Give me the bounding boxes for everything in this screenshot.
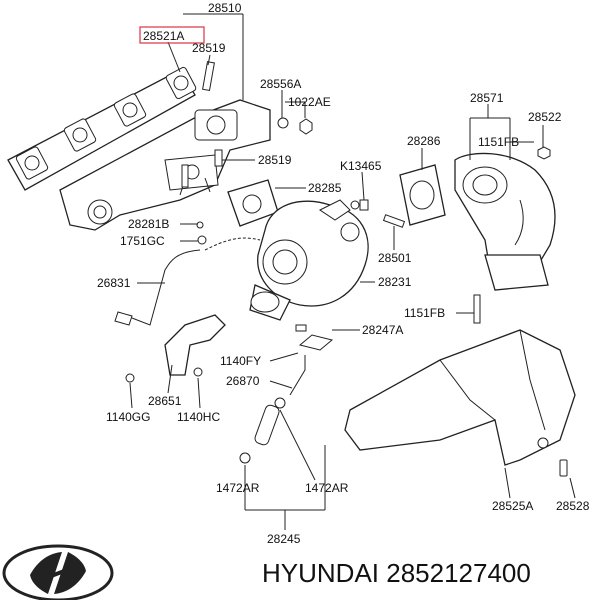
elbow-nut [537, 146, 551, 160]
highlight-box [139, 26, 205, 44]
elbow-gasket [399, 164, 446, 226]
label-28519-mid: 28519 [258, 153, 292, 167]
turbo-stud [382, 214, 406, 228]
leader-lines [129, 13, 576, 530]
label-28510: 28510 [208, 1, 242, 15]
brand-caption: HYUNDAI 2852127400 [262, 558, 531, 588]
label-28519-top: 28519 [192, 41, 226, 55]
bolt-k13465 [359, 199, 369, 211]
turbo-support-bracket [125, 314, 226, 383]
label-28528: 28528 [556, 499, 590, 513]
label-1022AE: 1022AE [288, 95, 331, 109]
label-1140GG: 1140GG [106, 410, 150, 424]
manifold-gasket [7, 66, 197, 191]
label-28247A: 28247A [362, 323, 403, 337]
exhaust-elbow [454, 152, 556, 291]
heat-shield [344, 329, 576, 477]
label-26870: 26870 [226, 374, 260, 388]
label-1472AR-left: 1472AR [216, 481, 260, 495]
label-28231: 28231 [378, 275, 412, 289]
label-1472AR-right: 1472AR [305, 481, 349, 495]
label-1151FB-top: 1151FB [478, 135, 519, 149]
part-labels: 28510 28521A 28519 28556A 1022AE 28519 2… [97, 1, 590, 546]
label-28245: 28245 [267, 532, 301, 546]
label-28501: 28501 [378, 251, 412, 265]
oil-return-pipe [239, 324, 334, 464]
label-28286: 28286 [407, 134, 441, 148]
label-28556A: 28556A [260, 77, 301, 91]
label-1751GC: 1751GC [120, 234, 165, 248]
label-28571: 28571 [470, 91, 504, 105]
label-1151FB-bottom: 1151FB [404, 306, 445, 320]
label-28521A: 28521A [143, 29, 184, 43]
label-28522: 28522 [528, 110, 562, 124]
label-1140HC: 1140HC [177, 410, 220, 424]
oil-feed-pipe [114, 221, 261, 326]
exhaust-manifold [59, 99, 271, 231]
label-1140FY: 1140FY [220, 354, 261, 368]
label-28525A: 28525A [492, 499, 533, 513]
label-28651: 28651 [148, 394, 182, 408]
label-28281B: 28281B [128, 217, 169, 231]
hyundai-logo-icon [2, 544, 114, 600]
label-28285: 28285 [308, 181, 342, 195]
turbocharger [249, 199, 369, 321]
manifold-studs [181, 61, 313, 188]
shield-stud [473, 294, 481, 324]
label-26831: 26831 [97, 276, 131, 290]
label-K13465: K13465 [340, 159, 382, 173]
